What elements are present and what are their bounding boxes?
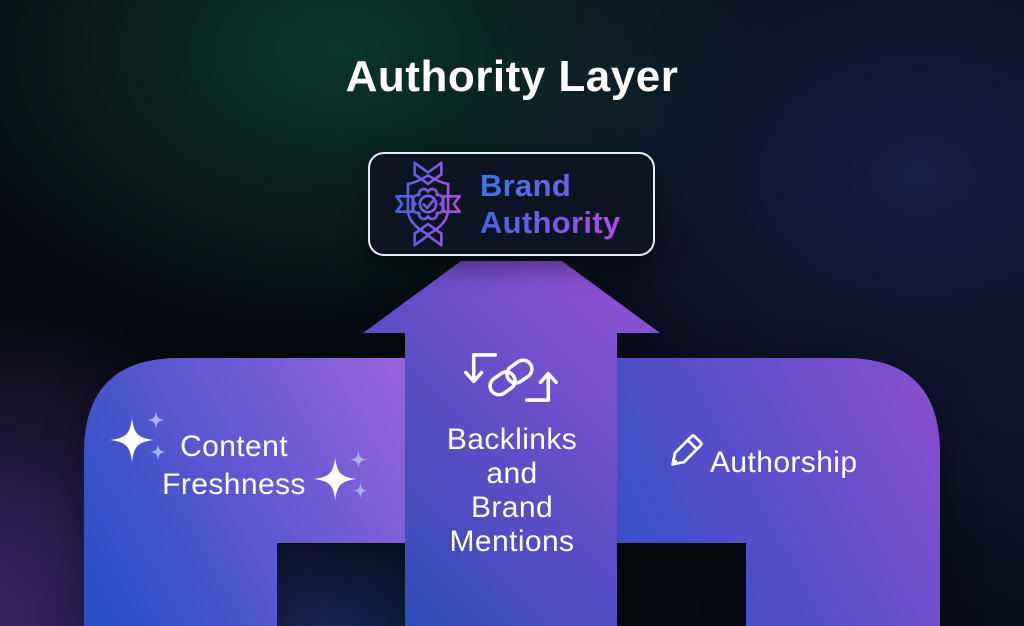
ribbon-top [413, 161, 443, 186]
sparkles-icon [110, 411, 166, 462]
brand-label-line2: Authority [480, 205, 621, 240]
check-mark [422, 199, 435, 210]
arrow-down-head [464, 370, 484, 384]
authorship-label: Authorship [710, 446, 858, 479]
backlinks-line3: Brand [470, 491, 554, 524]
brand-authority-card: Brand Authority [368, 152, 655, 256]
pencil-icon [671, 434, 703, 466]
content-freshness-label: Content Freshness [134, 428, 334, 504]
brand-authority-label: Brand Authority [480, 167, 620, 241]
rosette-inner-circle [418, 194, 438, 214]
arrow-up-elbow [524, 373, 551, 402]
up-arrow-shape [363, 261, 660, 626]
page-title: Authority Layer [345, 52, 679, 101]
right-arm-shape [617, 358, 940, 626]
sparkles-icon [313, 450, 369, 501]
sparkle-small-top [349, 450, 368, 469]
backlinks-brand-mentions-label: Backlinks and Brand Mentions [421, 423, 603, 559]
arrow-down-elbow [471, 353, 498, 382]
brand-label-line1: Brand [480, 167, 620, 204]
sparkle-large [110, 418, 154, 462]
sparkle-small-bottom [150, 444, 166, 460]
sparkle-large [313, 457, 357, 501]
backlinks-line1: Backlinks [446, 423, 578, 456]
chain-link [488, 358, 534, 397]
rosette [411, 187, 445, 221]
backlinks-line2: and [486, 457, 538, 490]
pencil-eraser-band [686, 438, 699, 451]
backlinks-line4: Mentions [449, 525, 575, 558]
sparkle-small-top [147, 411, 165, 429]
pencil-body [671, 434, 703, 466]
ribbon-left [395, 195, 415, 213]
pencil-tip [671, 459, 678, 466]
arrow-up-head [538, 371, 558, 385]
ribbon-right [441, 195, 461, 213]
sparkle-small-bottom [352, 482, 369, 499]
award-badge-shield-check-icon [395, 161, 461, 247]
content-freshness-line1: Content [180, 430, 288, 463]
content-freshness-line2: Freshness [162, 468, 306, 501]
shield [406, 173, 450, 236]
link-exchange-arrows-icon [464, 353, 558, 402]
left-arm-shape [84, 358, 405, 626]
